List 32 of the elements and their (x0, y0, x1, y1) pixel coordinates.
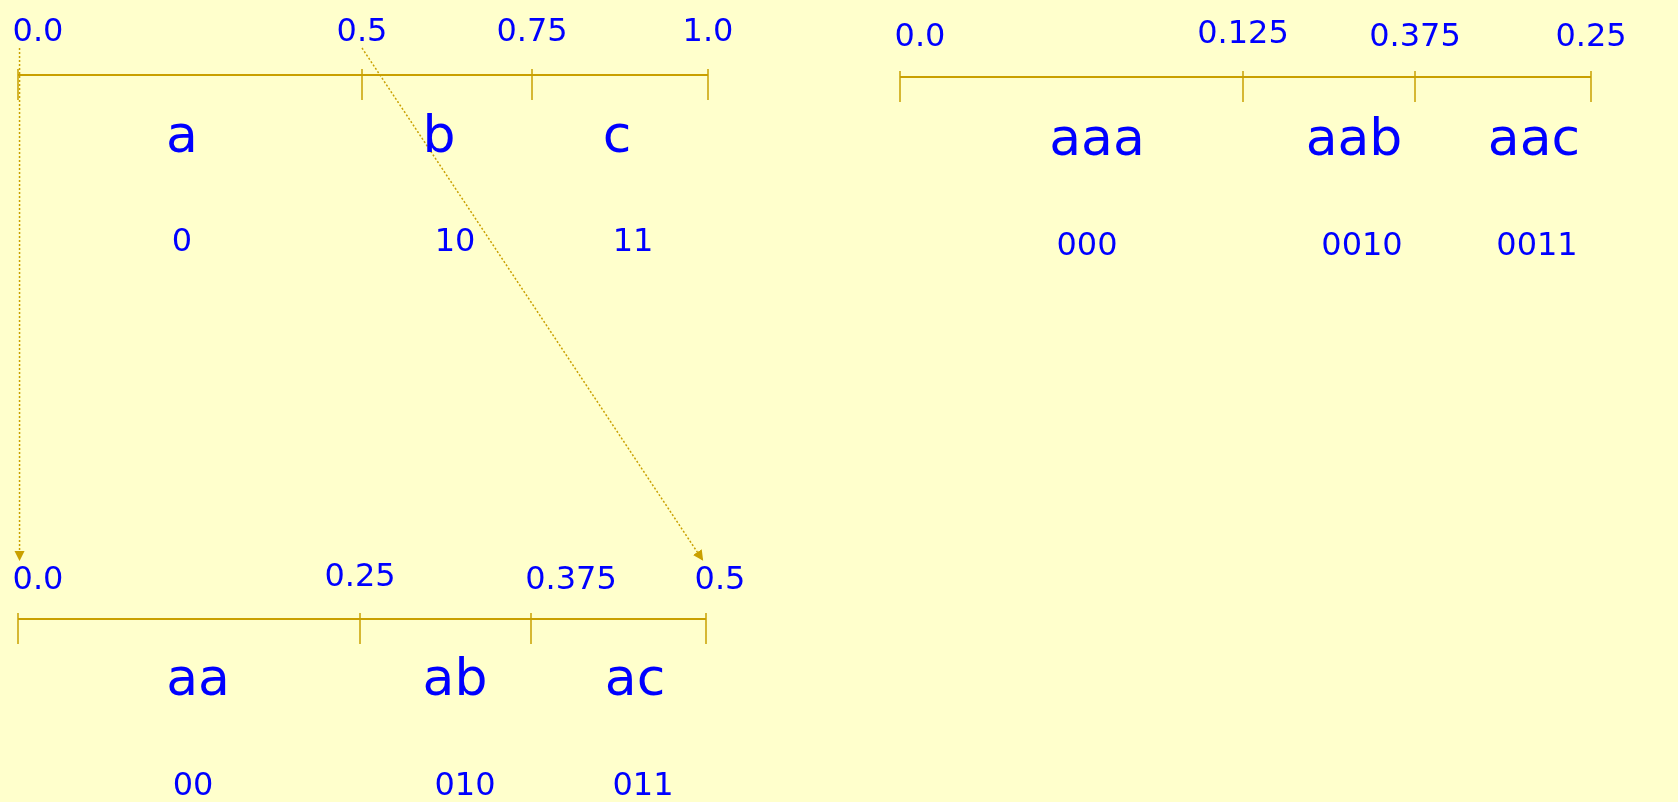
tick-label: 0.0 (894, 19, 946, 51)
tick-label: 1.0 (682, 14, 734, 46)
code-label: 0011 (1496, 228, 1578, 260)
code-label: 10 (434, 224, 476, 256)
symbol-label: aaa (1049, 111, 1145, 163)
code-label: 11 (612, 224, 654, 256)
code-label: 010 (434, 768, 496, 800)
symbol-label: aac (1487, 111, 1581, 163)
arrow (14, 47, 25, 562)
code-label: 011 (612, 768, 674, 800)
tick-label: 0.375 (1369, 19, 1461, 51)
symbol-label: ac (604, 651, 666, 703)
code-label: 000 (1056, 228, 1118, 260)
code-label: 0 (171, 224, 193, 256)
tick-label: 0.25 (324, 559, 396, 591)
symbol-label: aab (1305, 111, 1403, 163)
arrow (361, 47, 704, 561)
code-label: 00 (172, 768, 214, 800)
symbol-label: ab (422, 651, 488, 703)
tick-label: 0.0 (12, 14, 64, 46)
tick-label: 0.0 (12, 562, 64, 594)
tick-label: 0.125 (1197, 16, 1289, 48)
symbol-label: b (422, 108, 456, 160)
tick-label: 0.75 (496, 14, 568, 46)
code-label: 0010 (1321, 228, 1403, 260)
symbol-label: c (602, 108, 632, 160)
tick-label: 0.5 (336, 14, 388, 46)
tick-label: 0.25 (1555, 19, 1627, 51)
tick-label: 0.375 (525, 562, 617, 594)
symbol-label: a (166, 108, 198, 160)
tick-label: 0.5 (694, 562, 746, 594)
symbol-label: aa (166, 651, 230, 703)
